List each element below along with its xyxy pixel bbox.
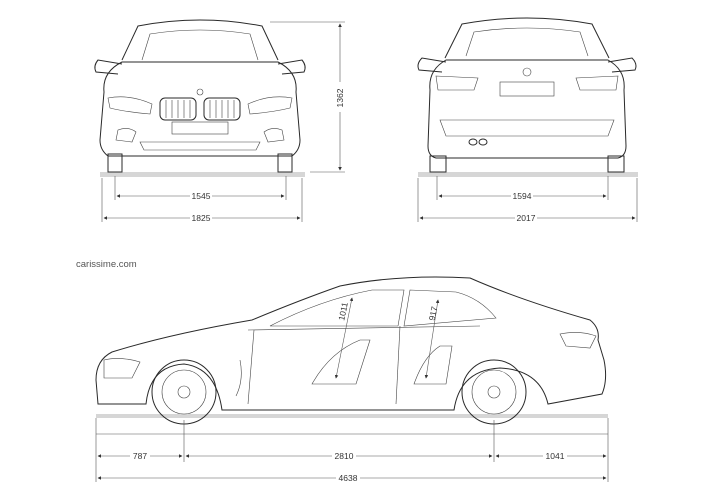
front-width-label: 1825 xyxy=(192,213,211,223)
wheelbase-label: 2810 xyxy=(335,451,354,461)
side-ground-shadow xyxy=(96,414,608,418)
rear-overhang-label: 1041 xyxy=(546,451,565,461)
side-view xyxy=(95,276,608,425)
length-label: 4638 xyxy=(339,473,358,483)
rear-legroom-label: 917 xyxy=(427,305,440,321)
height-label: 1362 xyxy=(335,88,345,107)
rear-ground-shadow xyxy=(418,172,638,177)
rear-track-label: 1594 xyxy=(513,191,532,201)
front-ground-shadow xyxy=(100,172,305,177)
watermark: carissime.com xyxy=(76,259,137,270)
rear-width-label: 2017 xyxy=(517,213,536,223)
dimension-labels: 1362 1545 1825 1594 2017 787 2810 1041 4… xyxy=(130,82,567,483)
rear-view xyxy=(417,17,638,177)
front-track-label: 1545 xyxy=(192,191,211,201)
front-legroom-label: 1011 xyxy=(336,301,350,321)
front-view xyxy=(94,19,306,177)
front-overhang-label: 787 xyxy=(133,451,147,461)
